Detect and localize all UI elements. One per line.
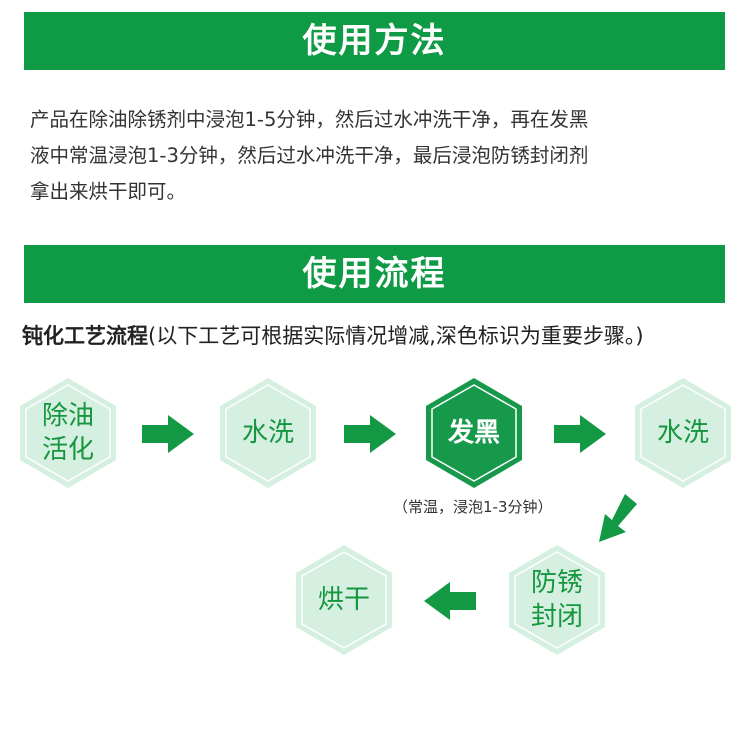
blacken-note: （常温，浸泡1-3分钟） [393,498,553,516]
method-line: 液中常温浸泡1-3分钟，然后过水冲洗干净，最后浸泡防锈封闭剂 [30,144,589,167]
arrow-right-icon [344,415,396,453]
step-dry: 烘干 [294,543,394,657]
step-label: 发黑 [447,418,500,448]
step-blacken: 发黑 [424,376,524,490]
step-label: 封闭 [530,602,583,632]
arrow-right-icon [554,415,606,453]
method-description: 产品在除油除锈剂中浸泡1-5分钟，然后过水冲洗干净，再在发黑 液中常温浸泡1-3… [30,102,730,210]
flow-subtitle: 钝化工艺流程(以下工艺可根据实际情况增减,深色标识为重要步骤。) [22,320,644,350]
step-rinse-1: 水洗 [218,376,318,490]
arrow-down-left-icon [599,494,637,542]
step-rinse-2: 水洗 [633,376,733,490]
step-label: 烘干 [317,585,370,615]
step-label: 水洗 [241,418,294,448]
step-label: 除油 [41,401,94,431]
step-rust-seal: 防锈封闭 [507,543,607,657]
flow-subtitle-note: (以下工艺可根据实际情况增减,深色标识为重要步骤。) [148,324,644,348]
step-degrease: 除油活化 [18,376,118,490]
section-header-flow: 使用流程 [24,245,725,303]
method-line: 产品在除油除锈剂中浸泡1-5分钟，然后过水冲洗干净，再在发黑 [30,108,589,131]
step-label: 活化 [41,435,94,465]
arrow-right-icon [142,415,194,453]
step-label: 水洗 [656,418,709,448]
section-header-method: 使用方法 [24,12,725,70]
step-label: 防锈 [530,568,583,598]
flow-subtitle-main: 钝化工艺流程 [22,324,148,348]
arrow-left-icon [424,582,476,620]
method-line: 拿出来烘干即可。 [30,180,187,203]
